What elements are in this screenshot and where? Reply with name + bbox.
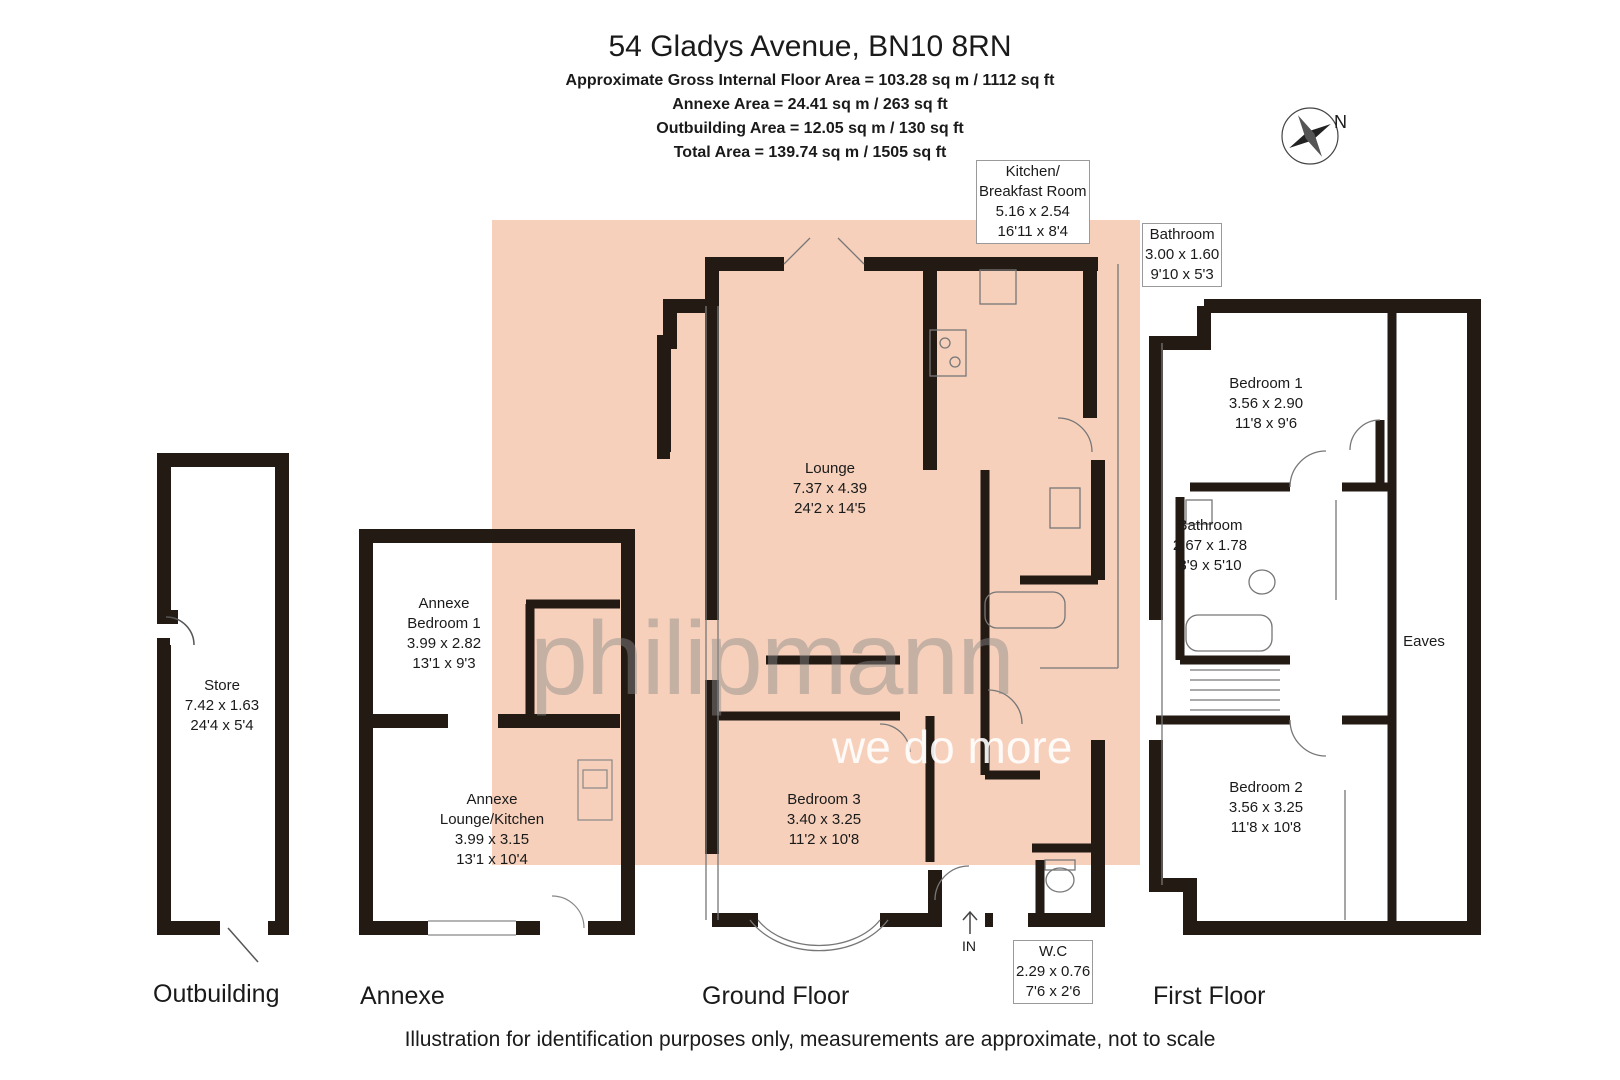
first-floor-fittings: [1161, 343, 1381, 920]
ground-floor-plan: [657, 257, 1105, 927]
ground-floor-windows-doors: [705, 237, 1119, 952]
gross-area-line: Approximate Gross Internal Floor Area = …: [565, 72, 1055, 89]
outbuilding-area-line: Outbuilding Area = 12.05 sq m / 130 sq f…: [656, 120, 964, 137]
disclaimer-footer: Illustration for identification purposes…: [404, 1028, 1216, 1051]
first-floor-plan: [1149, 299, 1481, 935]
annexe-area-line: Annexe Area = 24.41 sq m / 263 sq ft: [672, 96, 948, 113]
entrance-label: IN: [962, 938, 976, 954]
north-label: N: [1334, 112, 1347, 132]
address-title: 54 Gladys Avenue, BN10 8RN: [608, 30, 1012, 63]
floor-label-first: First Floor: [1153, 982, 1266, 1010]
north-arrow-compass-icon: [1281, 107, 1339, 165]
total-area-line: Total Area = 139.74 sq m / 1505 sq ft: [673, 144, 947, 161]
watermark-brand: philipmann: [530, 601, 1015, 717]
floor-label-outbuilding: Outbuilding: [153, 980, 280, 1008]
room-label-eaves: Eaves: [1403, 633, 1445, 650]
entrance-arrow-icon: [962, 910, 978, 934]
annexe-fittings: [428, 759, 613, 936]
floor-label-ground: Ground Floor: [702, 982, 850, 1010]
floor-label-annexe: Annexe: [360, 982, 445, 1010]
outbuilding-door: [165, 616, 259, 963]
watermark-tagline: we do more: [832, 721, 1073, 773]
annexe-plan: [359, 529, 635, 935]
